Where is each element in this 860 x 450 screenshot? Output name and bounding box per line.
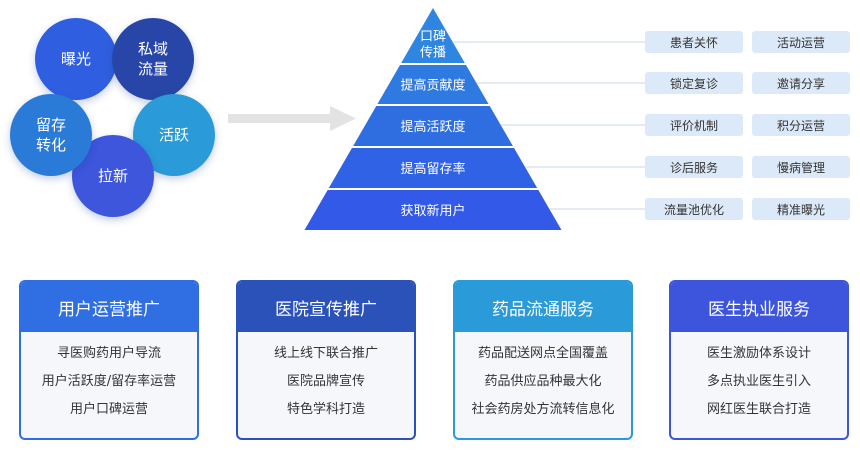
card-item: 社会药房处方流转信息化 (471, 402, 615, 417)
tag-activity-ops: 活动运营 (752, 31, 850, 53)
tag-review-mechanism: 评价机制 (645, 114, 743, 136)
tag-return-visit: 锁定复诊 (645, 72, 743, 94)
tag-points-ops: 积分运营 (752, 114, 850, 136)
pyramid-level-acquisition-label: 获取新用户 (400, 203, 465, 219)
pyramid-level-retention-label: 提高留存率 (400, 161, 465, 177)
card-doctor-practice: 医生执业服务 医生激励体系设计 多点执业医生引入 网红医生联合打造 (669, 280, 849, 440)
card-items: 线上线下联合推广 医院品牌宣传 特色学科打造 (238, 332, 414, 424)
card-items: 药品配送网点全国覆盖 药品供应品种最大化 社会药房处方流转信息化 (455, 332, 631, 424)
card-item: 医生激励体系设计 (706, 346, 811, 361)
pyramid-level-retention (328, 148, 538, 188)
card-item: 用户活跃度/留存率运营 (41, 374, 177, 389)
card-item: 多点执业医生引入 (706, 374, 811, 389)
card-title: 用户运营推广 (21, 282, 197, 332)
pyramid-level-activity (353, 106, 513, 146)
card-item: 网红医生联合打造 (706, 402, 811, 417)
tag-chronic-care: 慢病管理 (752, 156, 850, 178)
card-items: 医生激励体系设计 多点执业医生引入 网红医生联合打造 (671, 332, 847, 424)
pyramid-level-word-of-mouth (401, 8, 465, 63)
card-title: 医生执业服务 (671, 282, 847, 332)
pyramid-level-word-of-mouth-label: 口碑传播 (420, 29, 446, 61)
card-items: 寻医购药用户导流 用户活跃度/留存率运营 用户口碑运营 (21, 332, 197, 424)
card-user-ops: 用户运营推广 寻医购药用户导流 用户活跃度/留存率运营 用户口碑运营 (19, 280, 199, 440)
card-title: 医院宣传推广 (238, 282, 414, 332)
card-item: 医院品牌宣传 (286, 374, 365, 389)
cycle-circle-retention: 留存 转化 (10, 94, 92, 176)
card-drug-circulation: 药品流通服务 药品配送网点全国覆盖 药品供应品种最大化 社会药房处方流转信息化 (453, 280, 633, 440)
pyramid-level-acquisition (304, 190, 562, 230)
card-item: 药品供应品种最大化 (484, 374, 602, 389)
cycle-circle-private-traffic: 私域 流量 (112, 18, 194, 100)
tag-invite-share: 邀请分享 (752, 72, 850, 94)
flow-arrow (228, 106, 356, 131)
card-title: 药品流通服务 (455, 282, 631, 332)
card-item: 线上线下联合推广 (273, 346, 378, 361)
card-item: 药品配送网点全国覆盖 (477, 346, 608, 361)
card-item: 特色学科打造 (286, 402, 365, 417)
pyramid-level-contribution-label: 提高贡献度 (400, 78, 465, 94)
tag-precise-exposure: 精准曝光 (752, 198, 850, 220)
tag-patient-care: 患者关怀 (645, 31, 743, 53)
card-item: 用户口碑运营 (69, 402, 148, 417)
tag-traffic-pool: 流量池优化 (645, 198, 743, 220)
tag-after-service: 诊后服务 (645, 156, 743, 178)
card-hospital-promo: 医院宣传推广 线上线下联合推广 医院品牌宣传 特色学科打造 (236, 280, 416, 440)
pyramid-level-activity-label: 提高活跃度 (400, 119, 465, 135)
card-item: 寻医购药用户导流 (56, 346, 161, 361)
cycle-circle-exposure: 曝光 (35, 18, 117, 100)
pyramid-level-contribution (377, 65, 489, 104)
